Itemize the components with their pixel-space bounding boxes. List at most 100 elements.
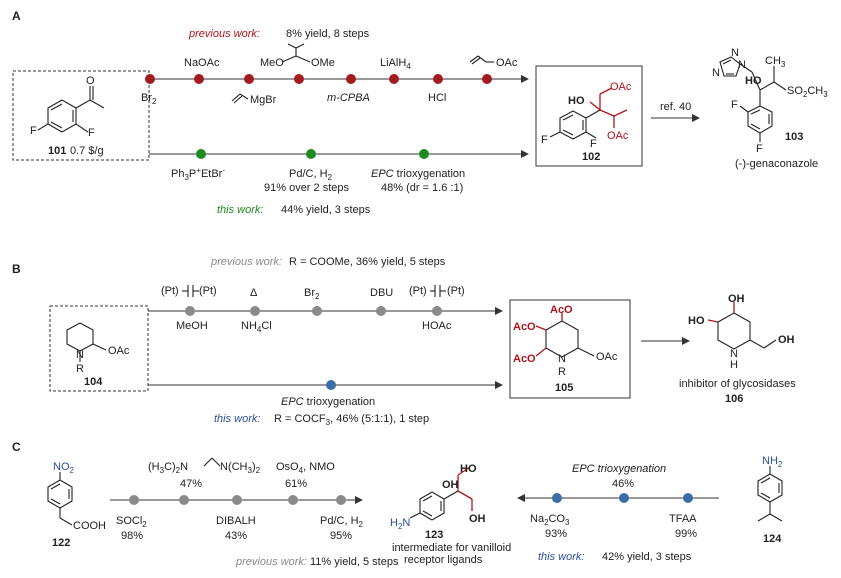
a-red-step-dot-1: [145, 74, 155, 84]
c-product-label: 123: [425, 529, 443, 541]
compound-105-structure: [535, 312, 595, 358]
c-grey-step-dot-5: [336, 495, 346, 505]
c-123-h2n: H2N: [390, 517, 410, 531]
a-red-step-dot-5: [346, 74, 356, 84]
a-102-f-ortho: F: [590, 138, 597, 150]
c-na2co3: Na2CO3: [530, 513, 570, 527]
b-105-n-atom: N: [558, 353, 566, 365]
b-106-oh-top: OH: [728, 293, 745, 305]
a-this-work-text: 44% yield, 3 steps: [281, 204, 371, 216]
a-102-f-para: F: [541, 134, 548, 146]
b-grey-step-dot-1: [185, 306, 195, 316]
a-this-work-label: this work:: [217, 204, 263, 216]
c-tmeda-linker: [203, 457, 221, 467]
a-red-step-dot-4: [294, 74, 304, 84]
a-reagent-br2: Br2: [141, 92, 157, 106]
a-product-label: 102: [582, 151, 600, 163]
b-target-label: 106: [725, 393, 743, 405]
a-101-f-atom-1: F: [30, 125, 37, 137]
a-101-f-atom-2: F: [88, 127, 95, 139]
b-electrode-symbol-2: [430, 285, 446, 297]
b-104-n-atom: N: [76, 349, 84, 361]
c-reagent-tmeda: (H3C)2N: [148, 461, 188, 475]
panel-c-label: C: [12, 440, 21, 454]
a-reagent-mcpba: m-CPBA: [327, 92, 370, 104]
c-previous-work-label: previous work:: [235, 556, 307, 568]
b-106-h-atom: H: [730, 359, 738, 371]
c-this-work-label: this work:: [538, 551, 584, 563]
a-reagent-hcl: HCl: [428, 92, 446, 104]
a-reagent-meo: MeO: [260, 57, 284, 69]
b-blue-step-dot-1: [326, 380, 336, 390]
compound-101-structure: [37, 86, 105, 133]
a-reagent-vinyl-acetate: [469, 55, 494, 65]
c-blue-step-dot-2: [619, 493, 629, 503]
a-previous-route-dots: [145, 74, 492, 84]
panel-a-label: A: [12, 9, 21, 23]
a-start-price: 0.7 $/g: [70, 145, 104, 157]
b-dbu: DBU: [370, 287, 393, 299]
b-product-box: [509, 299, 631, 399]
a-103-f-ortho: F: [731, 99, 738, 111]
a-target-name: (-)-genaconazole: [735, 158, 818, 170]
a-green-step3-note: 48% (dr = 1.6 :1): [381, 182, 463, 194]
a-green-step1-reagent: Ph3P+EtBr-: [171, 166, 225, 182]
a-reagent-dimethoxypropane: [281, 43, 311, 63]
c-dibalh: DIBALH: [216, 515, 256, 527]
a-103-f-para: F: [756, 143, 763, 155]
b-electrode-symbol-1: [182, 285, 199, 297]
b-105-aco-left: AcO: [513, 321, 536, 333]
compound-103-structure: [719, 56, 787, 142]
c-tfaa: TFAA: [669, 513, 697, 525]
b-104-oac: OAc: [108, 345, 130, 357]
c-target-label: 124: [763, 533, 782, 545]
c-reagent-tmeda-right: N(CH3)2: [220, 461, 261, 475]
compound-124-structure: [757, 466, 783, 522]
compound-104-structure: [66, 322, 107, 362]
a-green-step-dot-3: [419, 149, 429, 159]
a-green-step-dot-1: [196, 149, 206, 159]
a-green-step-dot-2: [306, 149, 316, 159]
c-this-work-text: 42% yield, 3 steps: [602, 551, 692, 563]
compound-123-structure: [409, 466, 473, 521]
c-pdc: Pd/C, H2: [320, 515, 364, 529]
a-red-step-dot-8: [482, 74, 492, 84]
a-102-oac-top: OAc: [610, 81, 632, 93]
c-122-cooh: COOH: [73, 520, 106, 532]
c-reagent2-yield: 61%: [285, 478, 307, 490]
b-start-box: [49, 305, 149, 392]
a-target-label: 103: [785, 131, 803, 143]
c-product-name-2: receptor ligands: [404, 554, 483, 566]
a-start-label: 101: [48, 145, 66, 157]
c-socl2-yield: 98%: [121, 530, 143, 542]
a-red-step-dot-7: [433, 74, 443, 84]
b-106-oh-right: OH: [778, 334, 795, 346]
a-102-ho: HO: [568, 95, 585, 107]
c-dibalh-yield: 43%: [225, 530, 247, 542]
c-previous-route-dots: [129, 495, 346, 505]
a-103-n-atom-3: N: [738, 59, 746, 71]
b-104-r-atom: R: [76, 363, 84, 375]
b-previous-work-text: R = COOMe, 36% yield, 5 steps: [289, 256, 446, 268]
b-106-ho: HO: [688, 315, 705, 327]
a-green-step2-reagent: Pd/C, H2: [289, 168, 333, 182]
a-green-step2-note: 91% over 2 steps: [264, 182, 349, 194]
a-102-oac-bottom: OAc: [607, 130, 629, 142]
b-105-aco-bottom: AcO: [513, 353, 536, 365]
b-this-work-label: this work:: [214, 413, 260, 425]
b-br2: Br2: [304, 287, 320, 301]
a-103-n-atom-2: N: [731, 47, 739, 59]
c-grey-step-dot-3: [232, 495, 242, 505]
a-previous-work-label: previous work:: [188, 28, 260, 40]
a-103-ho: HO: [745, 75, 762, 87]
b-previous-route-dots: [185, 306, 442, 316]
b-pt-left-2: (Pt): [409, 285, 427, 297]
b-start-label: 104: [84, 376, 103, 388]
a-red-step-dot-3: [244, 74, 254, 84]
c-grey-step-dot-2: [179, 495, 189, 505]
b-grey-step-dot-5: [432, 306, 442, 316]
c-122-no2: NO2: [53, 461, 75, 475]
c-123-oh-mid: OH: [442, 479, 459, 491]
